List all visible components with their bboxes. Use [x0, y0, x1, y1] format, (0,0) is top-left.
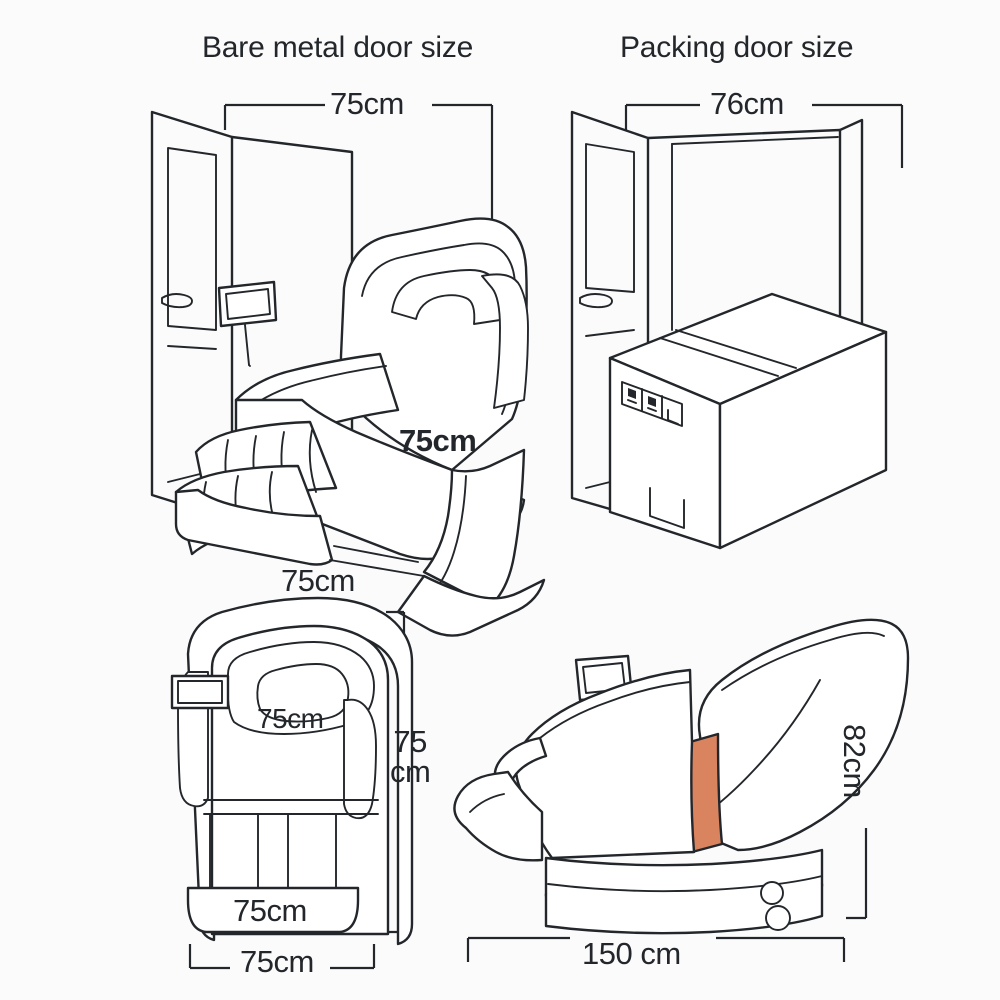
packing-carton-drawing	[608, 292, 888, 550]
dimension-label-side-length-150cm: 150 cm	[582, 936, 681, 971]
top-right-dimension-lines	[624, 103, 904, 168]
dimension-label-chair-depth-75cm: 75cm	[399, 423, 477, 458]
dimension-label-front-inner-75cm: 75cm	[257, 703, 324, 734]
dimension-label-front-base-75cm: 75cm	[240, 944, 314, 979]
dimension-label-front-height-value: 75	[393, 724, 427, 759]
dimension-label-side-height-82cm: 82cm	[837, 724, 872, 798]
dimension-label-front-height-75cm: 75 cm	[390, 724, 431, 790]
dimension-label-packing-door-width-76cm: 76cm	[710, 86, 784, 121]
panel-title-bare-metal-door: Bare metal door size	[202, 31, 474, 64]
massage-chair-front-view-drawing	[170, 596, 414, 946]
panel-title-packing-door: Packing door size	[620, 31, 854, 64]
dimension-label-front-seat-75cm: 75cm	[233, 893, 307, 928]
massage-chair-perspective-drawing	[174, 217, 546, 637]
dimension-label-front-width-top-75cm: 75cm	[281, 563, 355, 598]
top-left-dimension-lines	[223, 103, 494, 228]
massage-chair-side-view-drawing	[453, 618, 910, 935]
dimension-label-door-width-75cm: 75cm	[330, 86, 404, 121]
shipping-label-icons	[621, 381, 683, 427]
dimension-label-front-height-unit: cm	[390, 754, 431, 790]
